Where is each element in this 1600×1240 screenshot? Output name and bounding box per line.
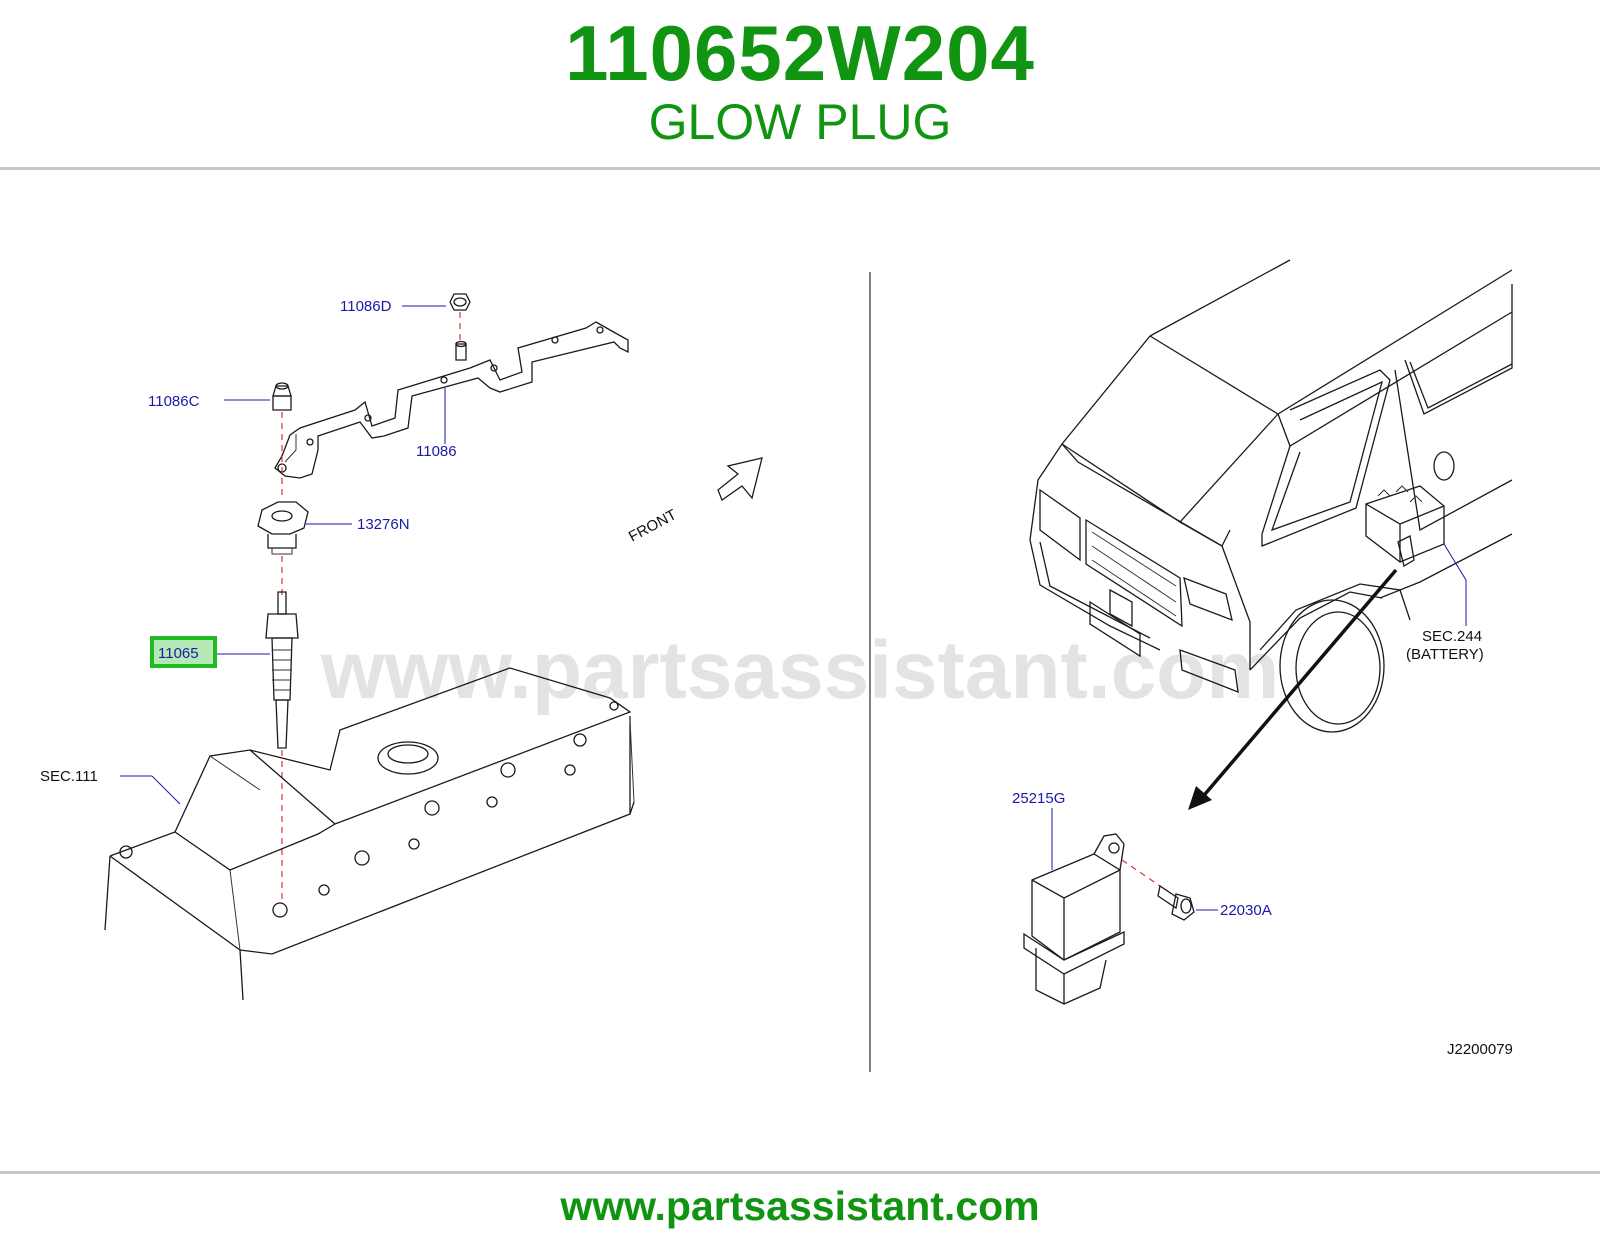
parts-diagram: www.partsassistant.com 11086D 11086 1108… [0,230,1600,1100]
relay-25215g-drawing [1023,833,1125,1005]
callout-sec244[interactable]: SEC.244 [1422,628,1482,645]
header-divider [0,167,1600,170]
footer-url[interactable]: www.partsassistant.com [560,1183,1040,1229]
battery-drawing [1365,485,1445,568]
callout-11065[interactable]: 11065 [158,645,199,662]
bracket-11086-drawing [274,321,629,479]
callout-13276n[interactable]: 13276N [357,516,410,533]
highlight-box-11065[interactable] [150,636,217,668]
bolt-22030a-drawing [1157,884,1195,921]
part-name-subtitle: GLOW PLUG [648,94,952,150]
callout-11086c[interactable]: 11086C [148,393,200,410]
footer-divider [0,1171,1600,1174]
front-arrow-icon [717,457,763,502]
van-drawing [1029,259,1513,733]
part-number-title: 110652W204 [565,9,1035,97]
page-header: 110652W204 GLOW PLUG [0,0,1600,170]
callout-11086[interactable]: 11086 [416,443,457,460]
location-arrow [1198,568,1398,802]
callout-22030a[interactable]: 22030A [1220,902,1272,919]
front-label: FRONT [626,506,680,545]
callout-25215g[interactable]: 25215G [1012,790,1065,807]
callout-11086d[interactable]: 11086D [340,298,392,315]
diagram-canvas: www.partsassistant.com 11086D 11086 1108… [40,259,1513,1072]
glow-plug-11065-drawing [265,591,299,749]
nut-11086c-drawing [272,382,292,411]
nut-13276n-drawing [257,501,309,555]
diagram-reference-code: J2200079 [1447,1041,1513,1058]
watermark-text: www.partsassistant.com [320,625,1280,716]
callout-sec111[interactable]: SEC.111 [40,768,98,785]
nut-11086d-drawing [449,293,471,311]
location-arrowhead [1188,786,1212,810]
callout-battery[interactable]: (BATTERY) [1406,646,1484,663]
cylinder-head-drawing [104,667,635,1001]
